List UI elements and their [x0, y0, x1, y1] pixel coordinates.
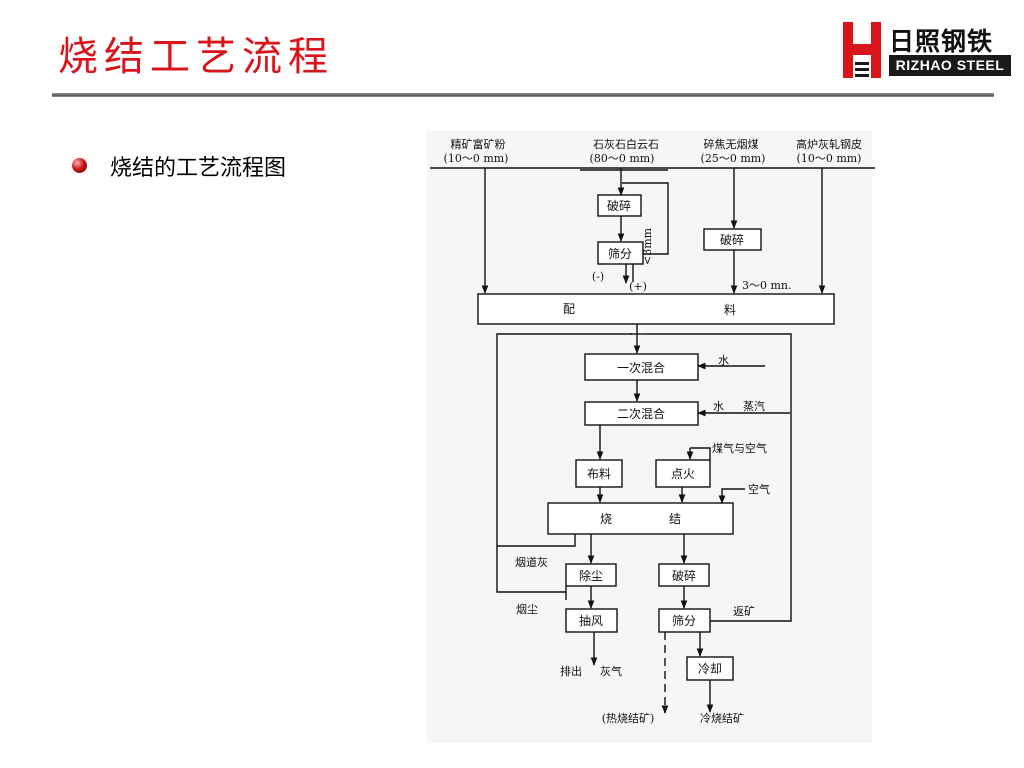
plus-label: (+): [629, 280, 647, 293]
cool-label: 冷却: [698, 662, 722, 676]
cold-sinter-label: 冷烧结矿: [700, 712, 744, 725]
mix2-label: 二次混合: [617, 406, 665, 421]
limestone-crush-label: 破碎: [607, 198, 631, 213]
dust-label: 烟尘: [516, 602, 538, 616]
sinter-box: [547, 502, 734, 535]
coke-crush-box: [703, 228, 762, 251]
screen-box: [658, 608, 711, 633]
mix1-box: [584, 353, 699, 381]
sinter-label-left: 烧: [600, 512, 612, 526]
slide-title: 烧结工艺流程: [58, 34, 334, 80]
input-dust-scale-size: (10～0 mm): [797, 152, 862, 165]
hot-sinter-label: (热烧结矿): [602, 712, 655, 725]
exhaust-label: 排出: [560, 664, 582, 678]
gas-air-label: 煤气与空气: [712, 441, 767, 455]
dedust-box: [565, 563, 617, 587]
logo-english-name: RIZHAO STEEL: [889, 55, 1011, 76]
input-dust-scale-name: 高炉灰轧钢皮: [796, 137, 862, 151]
limestone-screen-label: 筛分: [608, 246, 632, 261]
return-fines-label: 返矿: [733, 605, 755, 618]
rizhao-h-mark-icon: [843, 22, 881, 78]
lt3mm-label: <3mm: [641, 227, 654, 265]
minus-label: (-): [592, 270, 604, 283]
coke-size-label: 3～0 mn.: [742, 279, 792, 292]
waste-gas-label: 灰气: [600, 664, 622, 678]
input-coke-size: (25～0 mm): [701, 152, 766, 165]
limestone-crush-box: [597, 194, 642, 217]
water-label-2: 水: [713, 400, 724, 413]
fan-box: [565, 608, 618, 633]
coke-crush-label: 破碎: [720, 232, 744, 247]
ignite-box: [655, 459, 711, 488]
air-label: 空气: [748, 482, 770, 496]
screen-label: 筛分: [672, 613, 696, 628]
crush-label: 破碎: [672, 568, 696, 583]
dedust-label: 除尘: [579, 568, 603, 583]
crush-box: [658, 563, 710, 587]
mix2-box: [584, 401, 699, 426]
input-ore-size: (10～0 mm): [444, 152, 509, 165]
fan-label: 抽风: [579, 614, 603, 628]
input-limestone-name: 石灰石白云石: [593, 137, 659, 151]
input-limestone-size: (80～0 mm): [590, 152, 655, 165]
mix1-label: 一次混合: [617, 360, 665, 375]
sinter-label-right: 结: [669, 512, 681, 526]
feed-label: 布料: [587, 467, 611, 481]
limestone-screen-box: [597, 241, 644, 265]
steam-label: 蒸汽: [743, 399, 765, 413]
input-ore-name: 精矿富矿粉: [451, 137, 506, 151]
bullet-icon: [72, 158, 87, 173]
input-coke-name: 碎焦无烟煤: [704, 137, 759, 151]
feed-box: [575, 459, 623, 488]
water-label-1: 水: [718, 354, 729, 367]
title-divider: [52, 93, 994, 97]
batching-label-right: 料: [724, 303, 736, 317]
batching-label-left: 配: [563, 302, 575, 316]
company-logo: 日照钢铁 RIZHAO STEEL: [843, 22, 1011, 80]
sintering-flow-diagram: 精矿富矿粉 (10～0 mm) 石灰石白云石 (80～0 mm) 碎焦无烟煤 (…: [427, 131, 875, 743]
cool-box: [686, 656, 734, 681]
ignite-label: 点火: [671, 467, 695, 481]
logo-chinese-name: 日照钢铁: [889, 27, 994, 56]
batching-box: [477, 293, 835, 325]
flue-ash-label: 烟道灰: [515, 555, 548, 569]
bullet-text: 烧结的工艺流程图: [110, 156, 287, 181]
